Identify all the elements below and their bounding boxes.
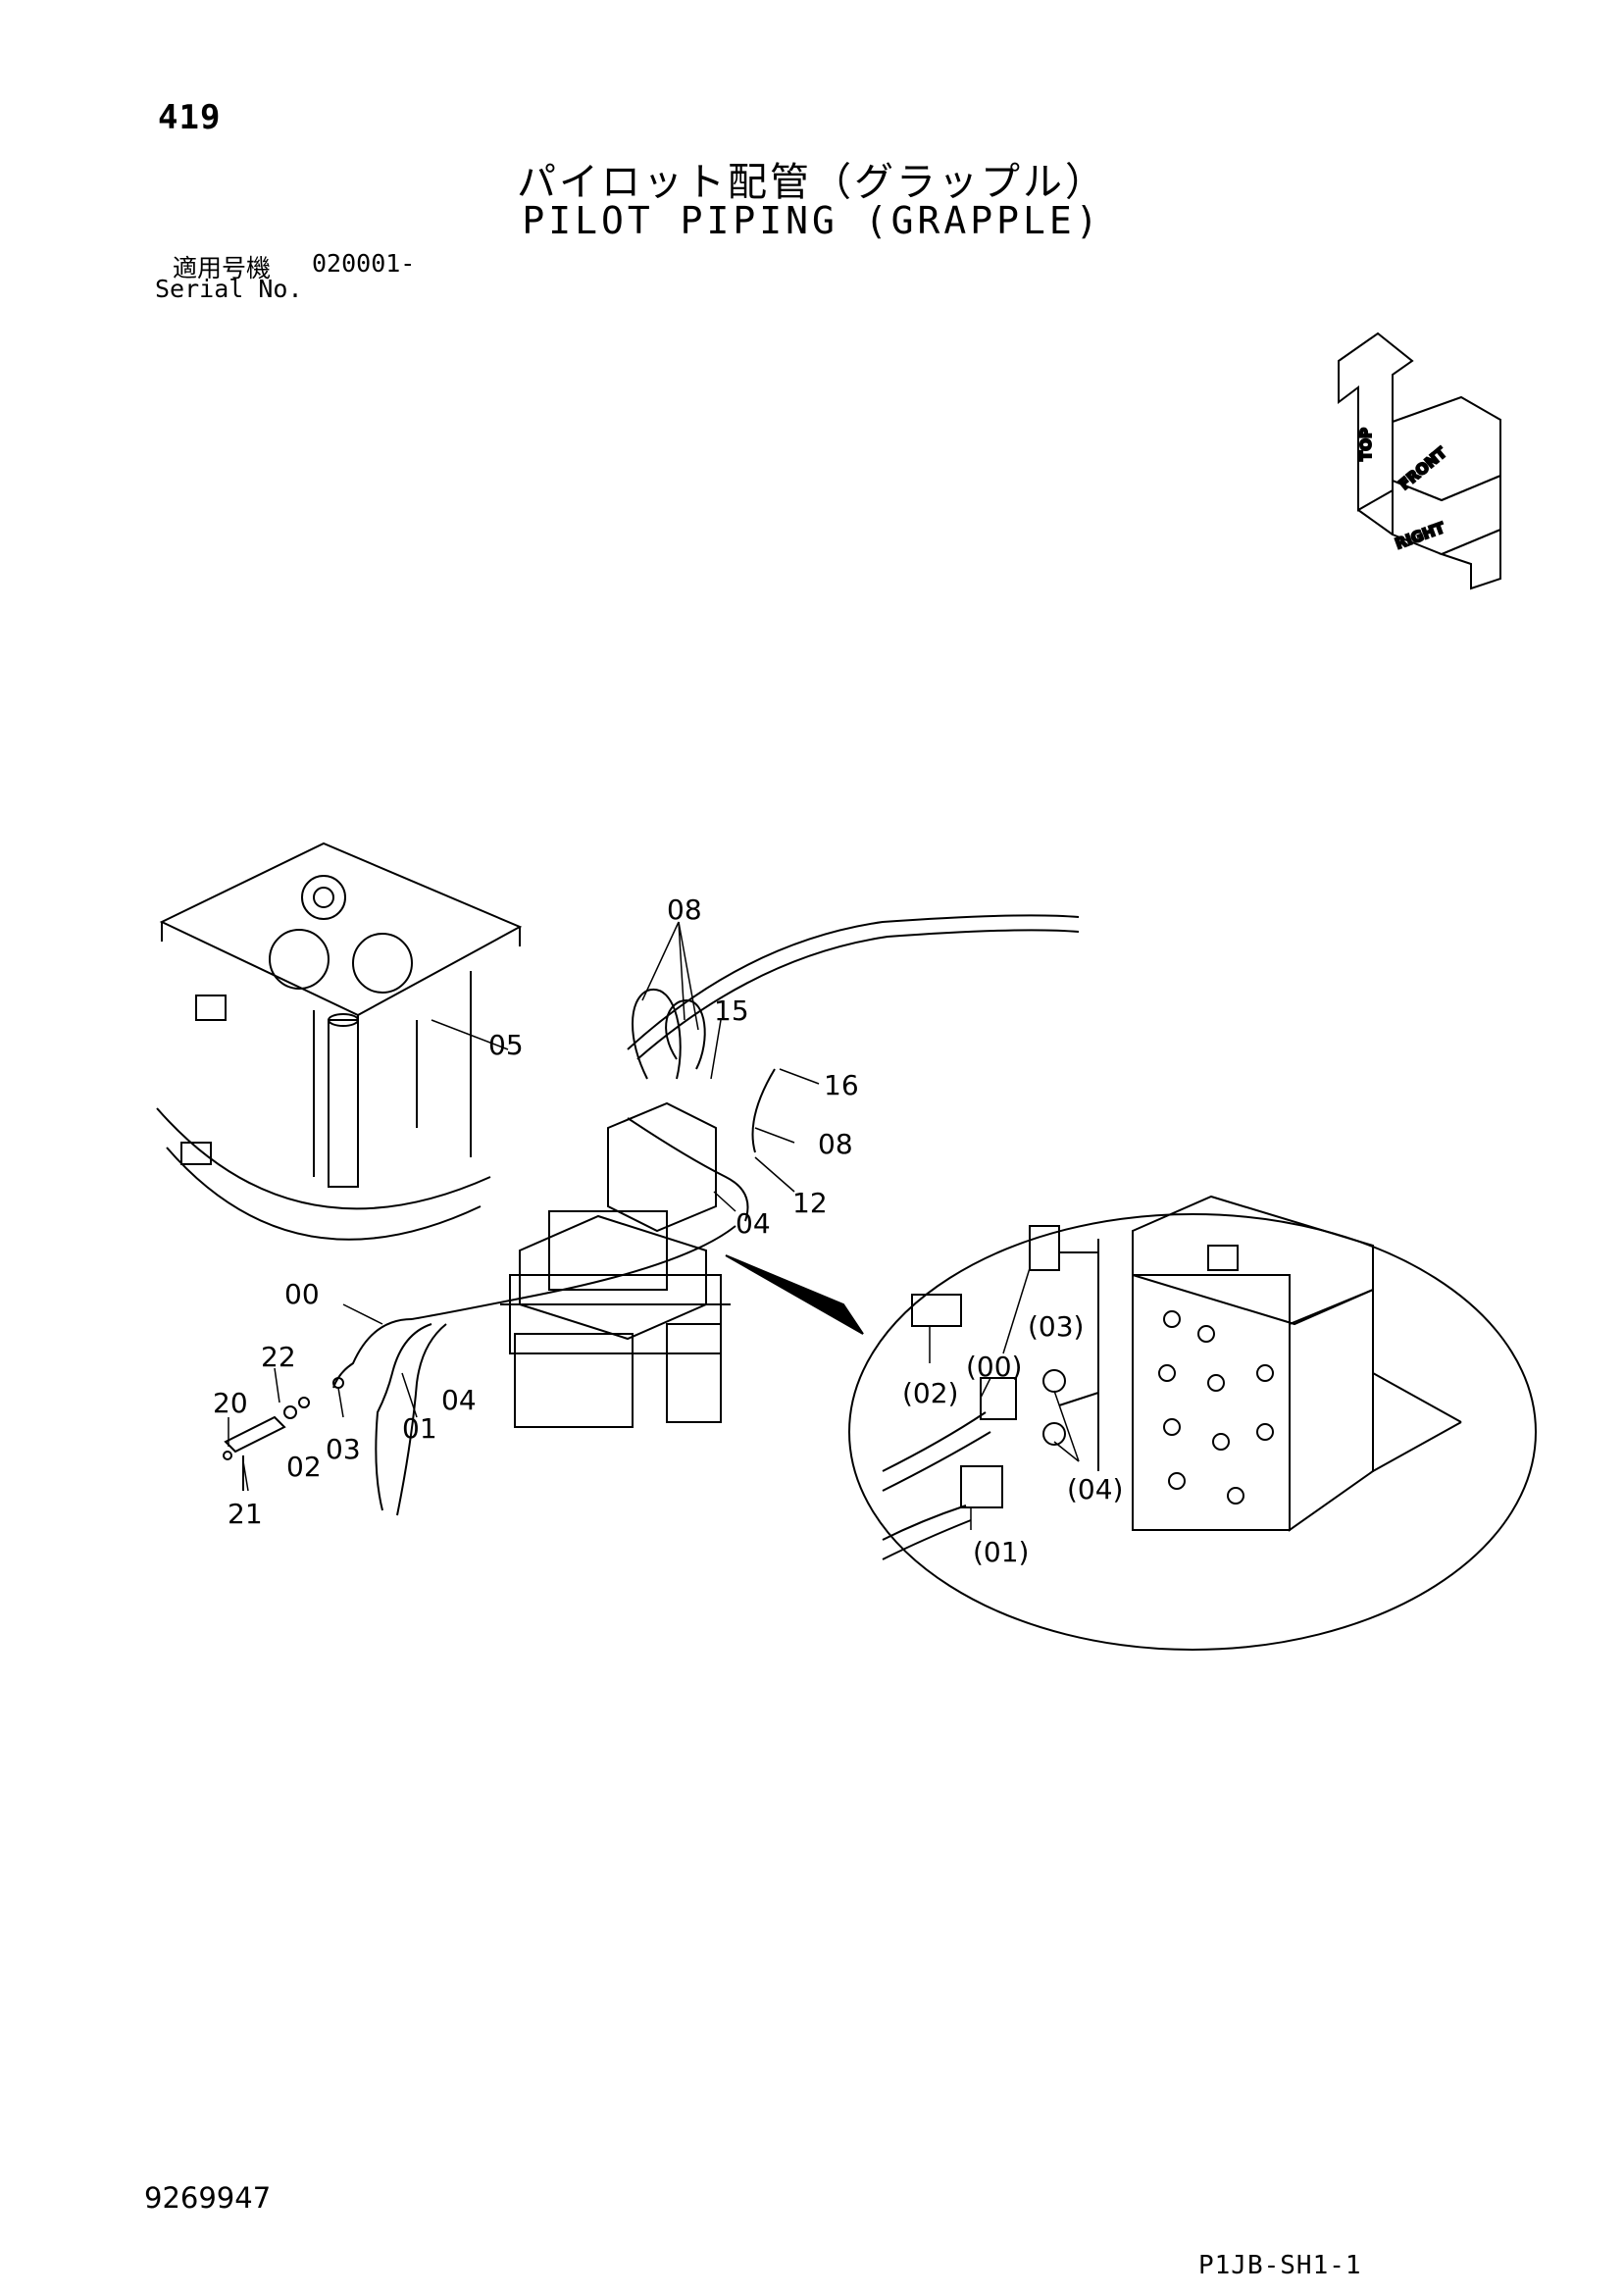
- orient-top-label: TOP: [1357, 428, 1375, 461]
- detail-callout-01: (01): [973, 1536, 1029, 1568]
- detail-callout-02: (02): [902, 1377, 958, 1409]
- detail-leader-lines: [929, 1267, 1080, 1530]
- callout-05: 05: [488, 1029, 524, 1061]
- callout-20: 20: [213, 1387, 248, 1419]
- leader-lines: [228, 921, 820, 1492]
- detail-callout-00: (00): [966, 1351, 1022, 1383]
- serial-value: 020001-: [312, 249, 416, 278]
- sheet-code: P1JB-SH1-1: [1198, 2251, 1362, 2280]
- callout-08-right: 08: [818, 1128, 853, 1160]
- orient-right-label: RIGHT: [1393, 519, 1447, 553]
- orient-front-label: FRONT: [1396, 443, 1450, 493]
- page-title-jp: パイロット配管（グラップル）: [517, 160, 1107, 205]
- document-number: 9269947: [144, 2181, 272, 2215]
- callout-12: 12: [792, 1187, 828, 1219]
- callout-22: 22: [261, 1341, 296, 1373]
- hydraulic-tank-drawing: [156, 842, 523, 1241]
- callout-04-top: 04: [736, 1207, 771, 1240]
- callout-08-top: 08: [667, 893, 702, 926]
- page-title-en: PILOT PIPING (GRAPPLE): [522, 199, 1102, 242]
- callout-16: 16: [824, 1069, 859, 1101]
- serial-label-jp: 適用号機: [173, 254, 272, 282]
- detail-callout-03: (03): [1028, 1310, 1084, 1343]
- callout-04-bottom: 04: [441, 1384, 477, 1416]
- detail-view: [725, 1195, 1537, 1651]
- page-number: 419: [158, 98, 222, 137]
- callout-03: 03: [326, 1433, 361, 1465]
- callout-21: 21: [228, 1498, 263, 1530]
- control-valve-drawing: [223, 914, 1080, 1516]
- serial-label-en: Serial No.: [155, 275, 303, 303]
- callout-15: 15: [714, 995, 749, 1027]
- callout-00: 00: [284, 1278, 320, 1310]
- detail-callout-04: (04): [1067, 1473, 1123, 1505]
- callout-02: 02: [286, 1451, 322, 1483]
- orientation-indicator: TOP FRONT RIGHT: [1338, 332, 1501, 590]
- callout-01: 01: [402, 1412, 437, 1445]
